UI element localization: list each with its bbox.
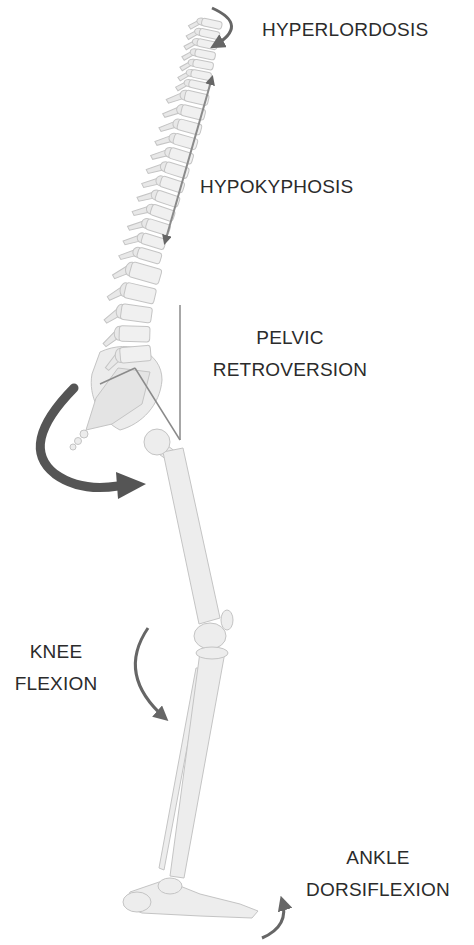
patella-bone xyxy=(221,610,233,630)
rotation-arrow xyxy=(40,388,118,488)
vertebral-body xyxy=(194,49,216,61)
vertebral-body xyxy=(119,326,150,342)
vertebra xyxy=(104,301,153,329)
vertical-reference-line xyxy=(179,305,181,440)
curved-arrow xyxy=(262,900,284,938)
femur-condyle xyxy=(194,623,226,649)
annotation-label: PELVIC RETROVERSION xyxy=(213,322,367,387)
vertebral-body xyxy=(188,79,210,91)
label-box: ANKLE DORSIFLEXION xyxy=(306,842,450,907)
heel-bone xyxy=(123,892,151,912)
annotation-label: HYPOKYPHOSIS xyxy=(200,171,353,203)
femur-shaft xyxy=(163,448,220,624)
vertebral-body xyxy=(136,247,162,264)
vertebra xyxy=(104,345,152,370)
coccyx-bone xyxy=(80,430,88,438)
femur-head xyxy=(144,429,170,455)
annotation-label: ANKLE DORSIFLEXION xyxy=(306,842,450,907)
vertebral-body xyxy=(120,304,152,324)
annotation-label: KNEE FLEXION xyxy=(15,636,98,701)
talus-bone xyxy=(158,878,182,894)
vertebra xyxy=(103,325,150,348)
vertebral-body xyxy=(201,18,223,30)
vertebral-body xyxy=(190,69,212,81)
vertebral-body xyxy=(123,282,156,304)
foot-bones xyxy=(123,878,258,918)
label-box: PELVIC RETROVERSION xyxy=(213,322,367,387)
rotation-arrowhead xyxy=(116,472,146,499)
double-arrow xyxy=(165,78,212,242)
femur-bone xyxy=(144,429,233,649)
annotation-label: HYPERLORDOSIS xyxy=(262,14,428,46)
vertebral-body xyxy=(141,233,167,251)
vertebral-body xyxy=(120,345,152,363)
label-box: KNEE FLEXION xyxy=(15,636,98,701)
coccyx-bone xyxy=(75,438,82,445)
tibial-plateau xyxy=(196,647,228,659)
motion-arrows xyxy=(40,8,283,938)
label-box: HYPOKYPHOSIS xyxy=(200,171,353,203)
curved-arrow xyxy=(135,628,165,718)
sacral-line xyxy=(100,368,135,384)
vertebral-body xyxy=(199,28,221,40)
label-box: HYPERLORDOSIS xyxy=(262,14,428,46)
vertebral-body xyxy=(129,262,163,285)
vertebral-body xyxy=(192,59,213,70)
lower-leg-bones xyxy=(159,647,228,878)
angle-lines xyxy=(100,305,180,440)
foot-bone xyxy=(124,880,258,918)
coccyx-bone xyxy=(70,444,76,450)
tibia-bone xyxy=(170,652,225,878)
curved-arrow xyxy=(212,8,232,46)
